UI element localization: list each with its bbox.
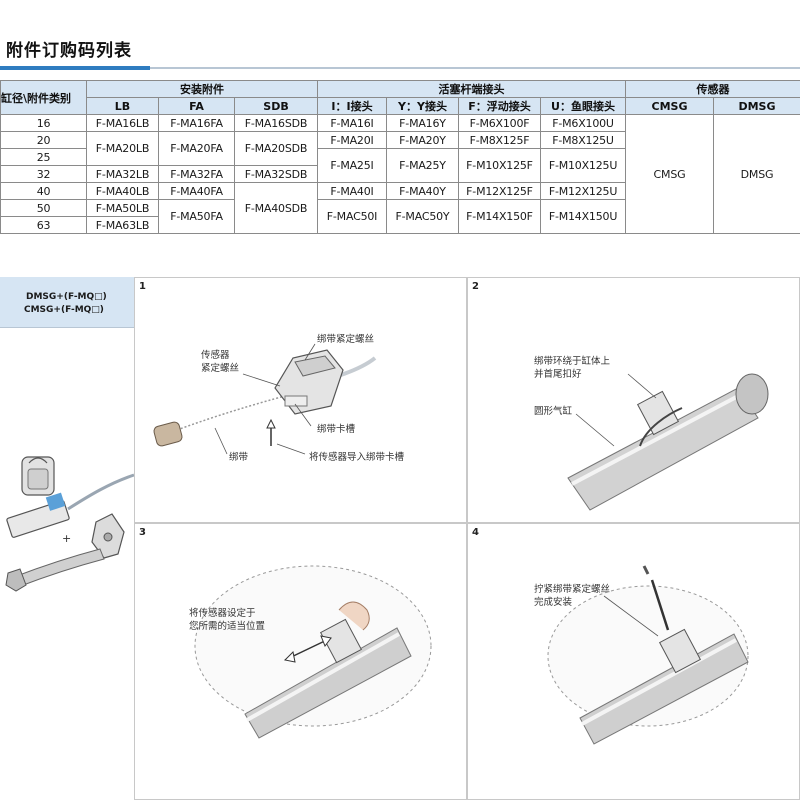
lb-cell: F-MA32LB bbox=[87, 166, 159, 183]
u-joint-cell: F-M14X150U bbox=[541, 200, 626, 234]
step-4-label-complete: 完成安装 bbox=[534, 597, 572, 609]
sdb-cell: F-MA40SDB bbox=[235, 183, 318, 234]
y-joint-cell: F-MA16Y bbox=[387, 115, 459, 132]
step-1-label-strap-slot: 绑带卡槽 bbox=[317, 424, 355, 436]
header-cmsg: CMSG bbox=[626, 98, 714, 115]
header-size: 缸径\附件类别 bbox=[1, 81, 87, 115]
y-joint-cell: F-MA40Y bbox=[387, 183, 459, 200]
header-dmsg: DMSG bbox=[714, 98, 800, 115]
step-1-label-strap-screw: 绑带紧定螺丝 bbox=[317, 334, 374, 346]
header-lb: LB bbox=[87, 98, 159, 115]
step-1-label-set-screw: 紧定螺丝 bbox=[201, 363, 239, 375]
title-rule bbox=[150, 67, 800, 69]
size-cell: 32 bbox=[1, 166, 87, 183]
size-cell: 25 bbox=[1, 149, 87, 166]
lb-cell: F-MA16LB bbox=[87, 115, 159, 132]
y-joint-cell: F-MA20Y bbox=[387, 132, 459, 149]
size-cell: 40 bbox=[1, 183, 87, 200]
plus-sign: + bbox=[62, 533, 71, 545]
step-2-illustration bbox=[468, 278, 800, 524]
sdb-cell: F-MA32SDB bbox=[235, 166, 318, 183]
u-joint-cell: F-M10X125U bbox=[541, 149, 626, 183]
i-joint-cell: F-MAC50I bbox=[318, 200, 387, 234]
step-3-panel: 3 将传感器设定于 您所需的适当位置 bbox=[134, 523, 467, 800]
installation-area: DMSG+(F-MQ□) CMSG+(F-MQ□) + 1 bbox=[0, 277, 800, 800]
step-1-label-insert: 将传感器导入绑带卡槽 bbox=[309, 452, 404, 464]
u-joint-cell: F-M12X125U bbox=[541, 183, 626, 200]
header-fa: FA bbox=[159, 98, 235, 115]
step-2-label-cylinder: 圆形气缸 bbox=[534, 406, 572, 418]
f-joint-cell: F-M12X125F bbox=[459, 183, 541, 200]
step-2-panel: 2 绑带环绕于缸体上 并首尾扣好 圆形气缸 bbox=[467, 277, 800, 523]
step-2-label-wrap: 绑带环绕于缸体上 bbox=[534, 356, 610, 368]
u-joint-cell: F-M8X125U bbox=[541, 132, 626, 149]
size-cell: 50 bbox=[1, 200, 87, 217]
step-4-illustration bbox=[468, 524, 800, 801]
step-1-panel: 1 绑带紧定螺丝 传感器 紧定螺丝 绑带卡槽 绑带 将传感器导入绑带卡槽 bbox=[134, 277, 467, 523]
fa-cell: F-MA32FA bbox=[159, 166, 235, 183]
size-cell: 20 bbox=[1, 132, 87, 149]
fa-cell: F-MA20FA bbox=[159, 132, 235, 166]
sdb-cell: F-MA20SDB bbox=[235, 132, 318, 166]
size-cell: 16 bbox=[1, 115, 87, 132]
header-y-joint: Y：Y接头 bbox=[387, 98, 459, 115]
fa-cell: F-MA50FA bbox=[159, 200, 235, 234]
accessory-order-table: 缸径\附件类别 安装附件 活塞杆端接头 传感器 LB FA SDB I：I接头 … bbox=[0, 80, 800, 234]
f-joint-cell: F-M8X125F bbox=[459, 132, 541, 149]
header-mount-group: 安装附件 bbox=[87, 81, 318, 98]
step-4-panel: 4 拧紧绑带紧定螺丝 完成安装 bbox=[467, 523, 800, 800]
f-joint-cell: F-M10X125F bbox=[459, 149, 541, 183]
f-joint-cell: F-M6X100F bbox=[459, 115, 541, 132]
title-bar: 附件订购码列表 bbox=[0, 0, 800, 72]
step-3-label-position: 您所需的适当位置 bbox=[189, 621, 265, 633]
step-4-label-tighten: 拧紧绑带紧定螺丝 bbox=[534, 584, 610, 596]
fa-cell: F-MA40FA bbox=[159, 183, 235, 200]
page-title: 附件订购码列表 bbox=[6, 36, 132, 61]
y-joint-cell: F-MAC50Y bbox=[387, 200, 459, 234]
cmsg-cell: CMSG bbox=[626, 115, 714, 234]
header-sdb: SDB bbox=[235, 98, 318, 115]
i-joint-cell: F-MA25I bbox=[318, 149, 387, 183]
step-3-label-set: 将传感器设定于 bbox=[189, 608, 256, 620]
header-sensor-group: 传感器 bbox=[626, 81, 800, 98]
i-joint-cell: F-MA40I bbox=[318, 183, 387, 200]
i-joint-cell: F-MA16I bbox=[318, 115, 387, 132]
fa-cell: F-MA16FA bbox=[159, 115, 235, 132]
step-1-illustration bbox=[135, 278, 468, 524]
size-cell: 63 bbox=[1, 217, 87, 234]
dmsg-cell: DMSG bbox=[714, 115, 800, 234]
step-2-label-buckle: 并首尾扣好 bbox=[534, 369, 582, 381]
header-rod-group: 活塞杆端接头 bbox=[318, 81, 626, 98]
f-joint-cell: F-M14X150F bbox=[459, 200, 541, 234]
header-f-joint: F：浮动接头 bbox=[459, 98, 541, 115]
i-joint-cell: F-MA20I bbox=[318, 132, 387, 149]
product-column: DMSG+(F-MQ□) CMSG+(F-MQ□) + bbox=[0, 277, 135, 800]
lb-cell: F-MA50LB bbox=[87, 200, 159, 217]
u-joint-cell: F-M6X100U bbox=[541, 115, 626, 132]
lb-cell: F-MA20LB bbox=[87, 132, 159, 166]
title-rule-accent bbox=[0, 66, 150, 70]
sdb-cell: F-MA16SDB bbox=[235, 115, 318, 132]
y-joint-cell: F-MA25Y bbox=[387, 149, 459, 183]
header-i-joint: I：I接头 bbox=[318, 98, 387, 115]
lb-cell: F-MA40LB bbox=[87, 183, 159, 200]
step-3-illustration bbox=[135, 524, 468, 801]
step-1-label-strap: 绑带 bbox=[229, 452, 248, 464]
lb-cell: F-MA63LB bbox=[87, 217, 159, 234]
step-1-label-sensor: 传感器 bbox=[201, 350, 230, 362]
header-u-joint: U：鱼眼接头 bbox=[541, 98, 626, 115]
